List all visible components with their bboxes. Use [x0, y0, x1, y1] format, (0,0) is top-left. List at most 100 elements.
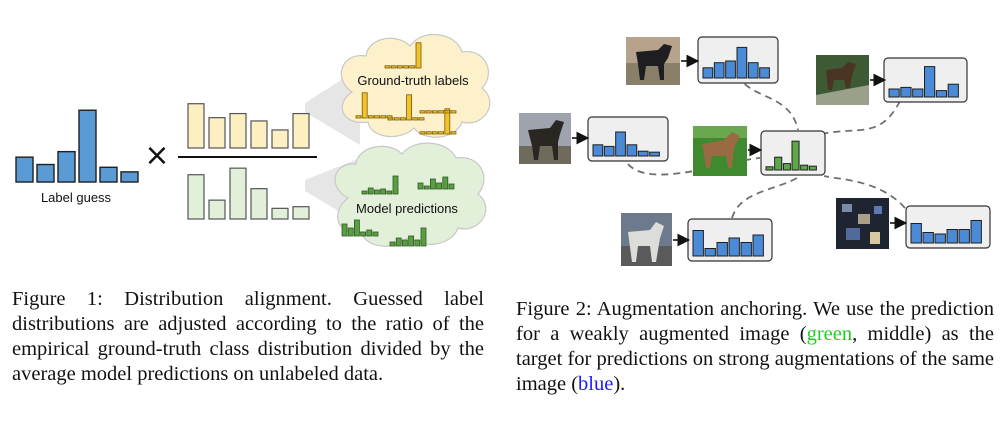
- label-guess-bar: [36, 163, 55, 183]
- figure1: Label guess × Ground-truth labels Model …: [15, 33, 491, 247]
- gt-mini-bar: [393, 117, 400, 121]
- strong-prediction-box-top-bar: [747, 62, 759, 79]
- pred-mini-bar: [373, 189, 380, 195]
- horse-image-bottom: [621, 213, 672, 266]
- gt-mini-bar: [415, 42, 422, 69]
- fig2-caption-part3: ).: [613, 373, 626, 395]
- gt-mini-bar: [444, 108, 451, 135]
- pred-mini-histograms: [341, 175, 455, 247]
- numerator-histogram: [187, 103, 310, 149]
- prediction-boxes: [587, 36, 991, 262]
- gt-mini-bar: [425, 131, 432, 135]
- weak-prediction-box-bar: [791, 140, 800, 171]
- gt-mini-bar: [425, 110, 432, 114]
- denominator-bar: [229, 167, 247, 220]
- gt-mini-bar: [396, 65, 403, 69]
- denominator-bar: [292, 206, 310, 220]
- gt-mini-bar: [390, 65, 397, 69]
- horse-image-top: [626, 37, 680, 85]
- dashed-link-top: [737, 73, 799, 131]
- pred-mini-bar: [380, 188, 387, 195]
- weak-prediction-box: [760, 130, 826, 176]
- pred-mini-bar: [429, 178, 436, 190]
- label-guess-bar: [78, 109, 97, 183]
- pred-mini-bar: [361, 190, 368, 195]
- pred-mini-bar: [420, 227, 427, 247]
- strong-prediction-box-bottom-bar: [716, 242, 728, 257]
- pred-mini-bar: [366, 229, 373, 237]
- gt-mini-bar: [374, 115, 381, 119]
- pred-mini-bar: [367, 187, 374, 195]
- strong-prediction-box-bottom-bar: [692, 230, 704, 257]
- denominator-bar: [250, 188, 268, 220]
- multiply-operator: ×: [144, 138, 169, 173]
- fig2-caption-green-word: green: [806, 323, 853, 345]
- weak-prediction-box-bar: [808, 165, 817, 171]
- weak-prediction-box-bar: [800, 164, 809, 171]
- strong-prediction-box-left: [587, 116, 669, 162]
- pred-mini-bar: [436, 182, 443, 190]
- pred-mini-bar: [341, 223, 348, 237]
- strong-prediction-box-left-bar: [615, 131, 626, 157]
- dashed-link-left: [627, 157, 761, 176]
- denominator-bar: [271, 207, 289, 220]
- pred-mini-bar: [417, 182, 424, 190]
- figure2: [519, 36, 991, 266]
- strong-prediction-box-right-top-bar: [947, 83, 959, 98]
- strong-prediction-box-right-top-bar: [935, 90, 948, 98]
- pred-mini-bar: [392, 175, 399, 195]
- strong-prediction-box-right-bottom-bar: [970, 220, 982, 244]
- strong-prediction-box-bottom-bar: [740, 242, 752, 257]
- strong-prediction-box-right-top-bar: [912, 88, 924, 98]
- pred-cloud-label: Model predictions: [356, 201, 458, 216]
- dashed-link-right-bottom: [823, 175, 906, 209]
- dashed-link-right-top: [821, 100, 901, 135]
- pred-mini-bar: [401, 239, 408, 247]
- fig2-caption-part2: , middle) as the target for predictions …: [516, 323, 994, 395]
- gt-mini-bar: [355, 115, 362, 119]
- horse-image-right-bottom: [836, 198, 889, 249]
- strong-prediction-box-left-bar: [603, 145, 615, 157]
- numerator-bar: [271, 129, 289, 149]
- strong-prediction-box-top-bar: [713, 62, 725, 79]
- strong-prediction-box-left-bar: [626, 144, 638, 157]
- pred-mini-bar: [389, 241, 396, 247]
- weak-prediction-box-bar: [765, 166, 774, 171]
- strong-prediction-box-top: [697, 36, 779, 84]
- pred-cloud: [334, 142, 487, 247]
- gt-mini-bar: [386, 115, 393, 119]
- gt-mini-bar: [419, 110, 426, 114]
- pred-mini-bar: [414, 239, 421, 247]
- horse-image-weak: [693, 126, 747, 176]
- pred-mini-bar: [360, 231, 367, 237]
- strong-prediction-box-right-bottom-bar: [910, 223, 922, 244]
- strong-prediction-box-bottom-bar: [728, 237, 740, 257]
- horse-image-right-top: [816, 55, 869, 105]
- strong-prediction-box-right-top-bar: [924, 66, 936, 98]
- strong-prediction-box-top-bar: [725, 60, 736, 79]
- label-guess-bar: [57, 150, 76, 183]
- gt-mini-bar: [450, 131, 457, 135]
- gt-mini-histograms: [355, 42, 457, 135]
- pred-mini-bar: [372, 231, 379, 237]
- strong-prediction-box-left-bar: [637, 150, 649, 157]
- gt-mini-bar: [380, 115, 387, 119]
- strong-prediction-box-right-top-bar: [900, 86, 912, 98]
- strong-prediction-box-bottom-bar: [704, 248, 716, 257]
- strong-prediction-box-left-bar: [649, 151, 660, 157]
- strong-prediction-box-right-bottom-bar: [958, 229, 970, 244]
- strong-prediction-box-right-top-bar: [888, 88, 900, 98]
- fig2-caption-part1: Figure 2: Augmentation anchoring. We use…: [516, 298, 994, 345]
- figure2-caption: Figure 2: Augmentation anchoring. We use…: [516, 297, 994, 397]
- denominator-bar: [208, 199, 226, 220]
- strong-prediction-box-top-bar: [759, 67, 770, 79]
- strong-prediction-box-top-bar: [736, 46, 748, 79]
- gt-mini-bar: [450, 110, 457, 114]
- gt-mini-bar: [444, 110, 451, 114]
- dashed-link-bottom: [731, 175, 801, 219]
- gt-mini-bar: [438, 131, 445, 135]
- numerator-bar: [208, 117, 226, 149]
- gt-mini-bar: [403, 65, 410, 69]
- weak-prediction-box-bar: [774, 156, 783, 171]
- strong-prediction-box-right-bottom: [905, 205, 991, 249]
